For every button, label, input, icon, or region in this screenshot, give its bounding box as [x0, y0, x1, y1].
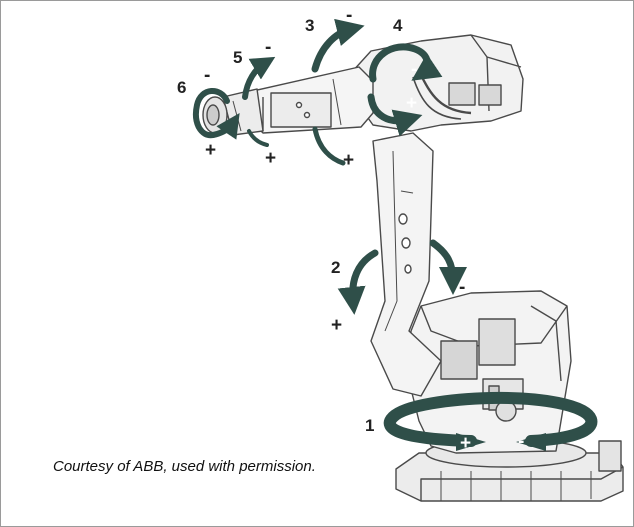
axis-1-minus: -	[518, 431, 524, 452]
robot-tool-flange	[202, 96, 228, 134]
axis-5-plus: +	[265, 148, 276, 169]
attribution-caption: Courtesy of ABB, used with permission.	[53, 458, 316, 475]
axis-3-minus: -	[346, 5, 352, 26]
axis-6-arrow	[193, 88, 240, 140]
axis-4-arrow	[367, 43, 443, 137]
axis-1-plus: +	[460, 433, 471, 454]
motion-arrows	[193, 18, 598, 451]
axis-3-plus: +	[343, 150, 354, 171]
axis-2-number: 2	[331, 258, 340, 277]
axis-5-arrow	[242, 56, 276, 147]
axis-3-number: 3	[305, 16, 314, 35]
axis-1-number: 1	[365, 416, 374, 435]
axis-labels: 1 + - 2 + - 3 + - 4 + - 5 + - 6 + -	[177, 5, 524, 454]
axis-3-arrow	[311, 18, 365, 166]
axis-4-plus: +	[406, 93, 417, 114]
axis-2-plus: +	[331, 315, 342, 336]
axis-6-number: 6	[177, 78, 186, 97]
axis-2-arrow-left	[337, 249, 379, 315]
robot-lower-arm	[370, 132, 442, 397]
axis-6-minus: -	[204, 65, 210, 86]
axis-2-minus: -	[459, 277, 465, 298]
robot-illustration	[202, 34, 624, 502]
axis-5-minus: -	[265, 37, 271, 58]
axis-4-minus: -	[411, 59, 417, 80]
axis-5-number: 5	[233, 48, 242, 67]
axis-6-plus: +	[205, 140, 216, 161]
axis-1-arrow	[383, 391, 598, 451]
robot-forearm	[248, 66, 374, 134]
axis-2-arrow-right	[429, 239, 467, 295]
robot-upper-arm-housing	[350, 34, 524, 132]
axis-4-number: 4	[393, 16, 403, 35]
